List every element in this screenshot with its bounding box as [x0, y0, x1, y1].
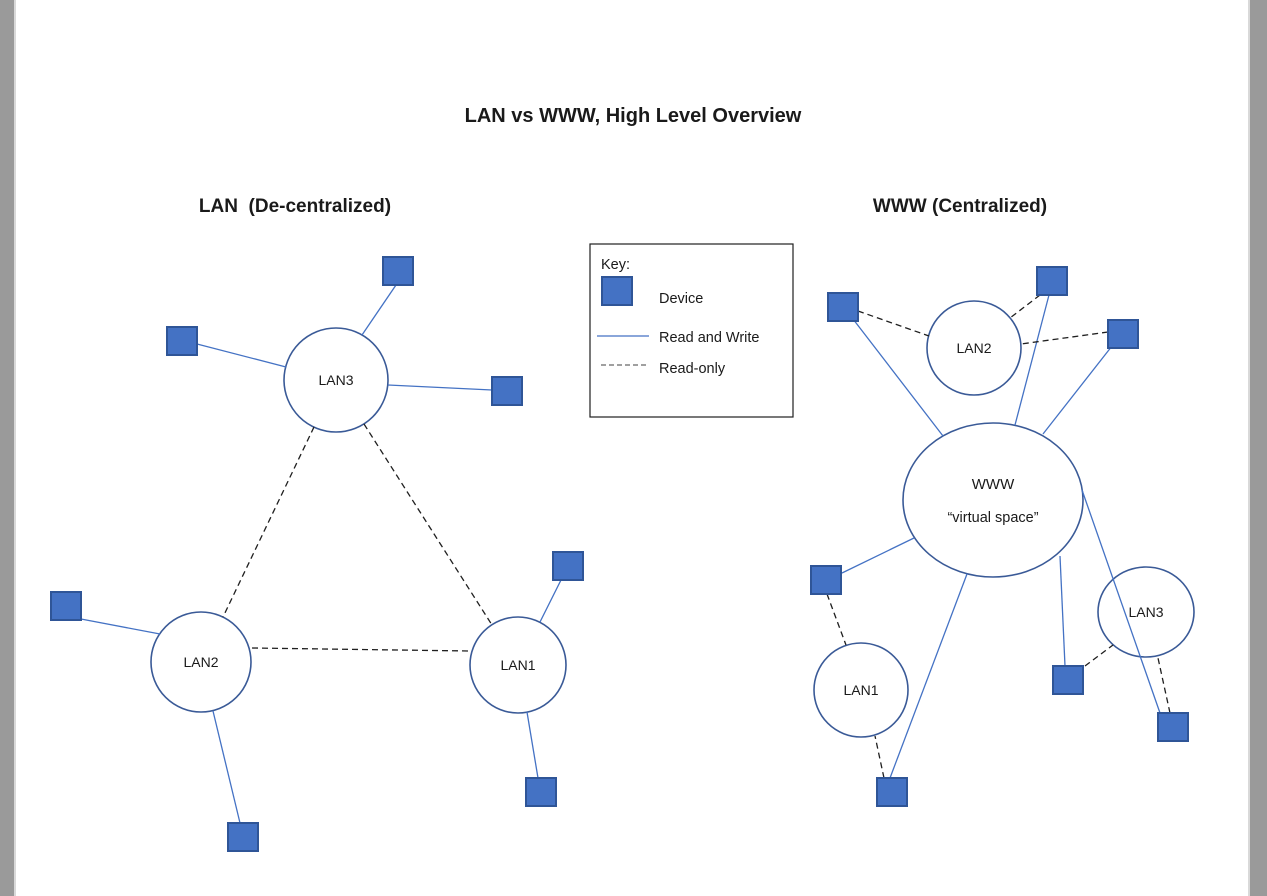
legend-read-write-label: Read and Write: [659, 330, 759, 346]
device-square: [382, 256, 414, 286]
read-write-link: [1042, 345, 1113, 435]
read-write-link: [1014, 294, 1050, 426]
device-square: [1036, 266, 1068, 296]
device-square: [552, 551, 584, 581]
read-write-link: [80, 618, 161, 635]
read-write-link: [841, 537, 915, 574]
lan-decentralized-diagram: LAN3 LAN2 LAN1: [50, 256, 584, 852]
lan1-node-circle: [469, 616, 567, 714]
lan-diagram-heading: LAN (De-centralized): [199, 196, 391, 217]
device-square: [876, 777, 908, 807]
read-write-link: [889, 573, 968, 779]
read-write-link: [212, 710, 241, 824]
device-square: [50, 591, 82, 621]
lan2-node-label: LAN2: [183, 654, 218, 670]
lan2-node-circle: [150, 611, 252, 713]
device-square: [827, 292, 859, 322]
legend-box: [589, 243, 794, 418]
read-only-link: [874, 735, 885, 779]
read-only-link: [1009, 294, 1041, 319]
device-square: [491, 376, 523, 406]
page-margin-left: [0, 0, 16, 896]
read-write-link: [361, 284, 397, 336]
lan2-node-label: LAN2: [956, 340, 991, 356]
lan3-node-label: LAN3: [1128, 604, 1163, 620]
read-write-link: [1081, 489, 1161, 714]
read-write-link: [526, 711, 539, 779]
lan3-node-label: LAN3: [318, 372, 353, 388]
legend: Key: Device Read and Write Read-only: [589, 243, 794, 418]
page-title: LAN vs WWW, High Level Overview: [465, 105, 802, 127]
lan3-node-circle: [1097, 566, 1195, 658]
device-square: [1052, 665, 1084, 695]
lan1-node-circle: [813, 642, 909, 738]
lan1-node-label: LAN1: [500, 657, 535, 673]
www-hub-label: WWW: [972, 476, 1015, 493]
read-only-link: [1020, 331, 1109, 345]
read-only-link: [1157, 657, 1171, 714]
lan2-node-circle: [926, 300, 1022, 396]
read-only-link: [826, 593, 847, 646]
lan3-node-circle: [283, 327, 389, 433]
www-centralized-diagram: LAN2 WWW “virtual space” LAN1 LAN3: [810, 266, 1195, 807]
device-square: [1157, 712, 1189, 742]
page-margin-right: [1248, 0, 1267, 896]
device-square: [227, 822, 259, 852]
www-hub-circle: [902, 422, 1084, 578]
device-square: [525, 777, 557, 807]
read-write-link: [539, 579, 562, 623]
legend-device-swatch: [601, 276, 633, 306]
legend-heading: Key:: [601, 257, 630, 273]
device-square: [166, 326, 198, 356]
read-write-link: [852, 318, 944, 437]
read-write-link: [387, 384, 493, 391]
read-write-link: [1059, 555, 1066, 667]
legend-device-label: Device: [659, 291, 703, 307]
lan1-node-label: LAN1: [843, 682, 878, 698]
www-hub-sublabel: “virtual space”: [947, 510, 1038, 526]
legend-read-only-label: Read-only: [659, 361, 726, 377]
read-only-link: [363, 423, 493, 626]
www-diagram-heading: WWW (Centralized): [873, 196, 1047, 217]
read-only-link: [1084, 644, 1114, 667]
read-write-link: [196, 343, 287, 368]
read-only-link: [251, 647, 471, 652]
device-square: [810, 565, 842, 595]
read-only-link: [222, 426, 315, 618]
device-square: [1107, 319, 1139, 349]
read-only-link: [857, 310, 930, 337]
